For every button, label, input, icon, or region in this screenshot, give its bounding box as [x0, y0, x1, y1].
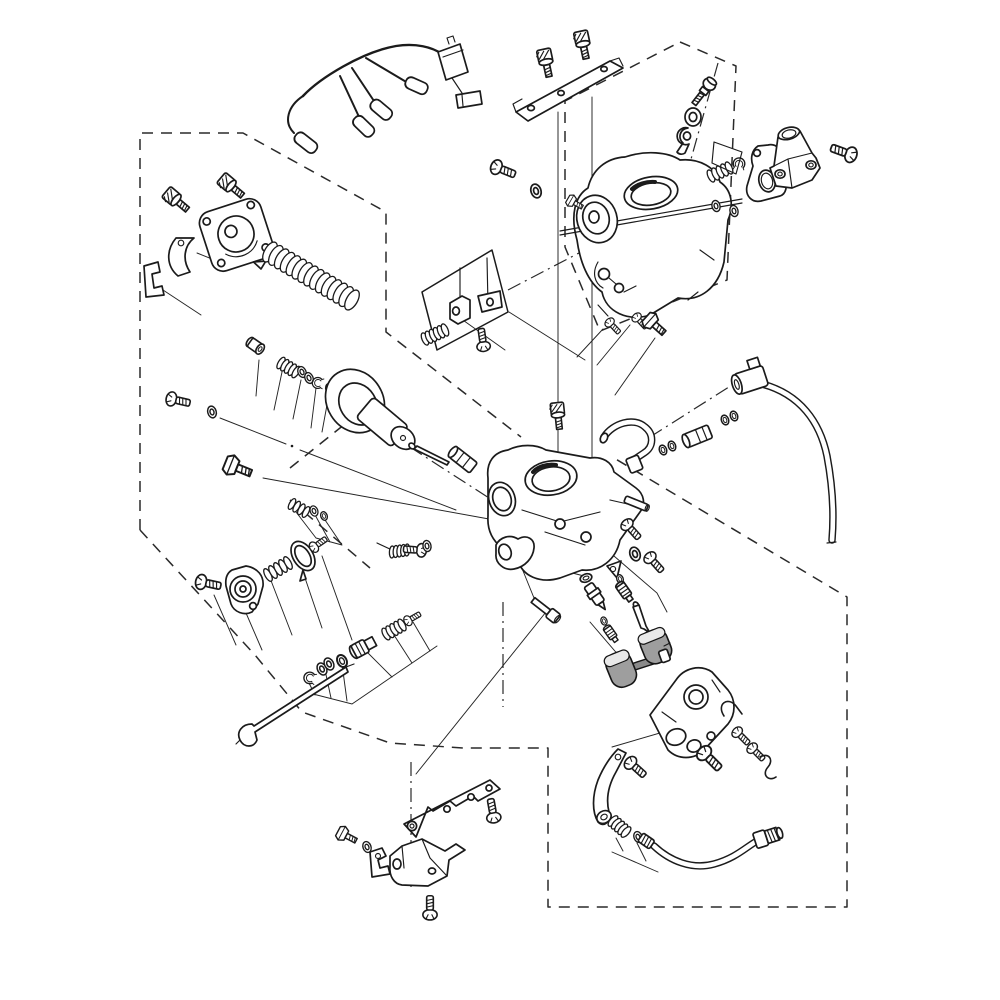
- mount-plate-group: [403, 779, 503, 838]
- diaphragm-cover: [198, 197, 275, 273]
- fuel-pipe-grommet: [681, 424, 713, 449]
- fuel-tee: [730, 356, 769, 395]
- hose-union: [752, 826, 784, 849]
- spring-coil: [440, 323, 450, 337]
- shaft-screw: [487, 157, 519, 183]
- seal-set-row: [243, 334, 337, 397]
- starter-plunger: [530, 596, 562, 624]
- chamber-screw-clip-group: [693, 700, 777, 780]
- needle-jet: [447, 445, 478, 474]
- stay-screw-a: [534, 46, 557, 80]
- cover-screw-a: [160, 185, 193, 217]
- cover-bracket: [143, 261, 165, 298]
- oring-grommet-group: [657, 409, 740, 457]
- choke-rod-group: [163, 390, 219, 420]
- top-bolt: [548, 401, 567, 431]
- pilot-screw-group: [287, 497, 330, 522]
- spring-coil: [344, 289, 360, 311]
- diaphragm-cover-group: [143, 171, 275, 298]
- cover-screw-b: [215, 171, 248, 203]
- starter-valve-group: [301, 608, 424, 686]
- hose-fitting: [637, 832, 655, 850]
- dowel-pin: [623, 495, 650, 512]
- cover-gasket: [167, 237, 195, 277]
- hook-bracket: [676, 126, 690, 155]
- upper-carburetor-assembly: [487, 151, 743, 341]
- plug-cap-2: [352, 114, 376, 138]
- clip-screw: [640, 548, 668, 577]
- cable-adjuster-rod: [220, 452, 256, 484]
- jet-needle: [408, 442, 450, 466]
- clamp-bolt: [333, 823, 361, 849]
- plug-cap-3: [369, 98, 394, 121]
- throttle-stop-screw-group: [376, 539, 433, 559]
- plug-cap-1: [293, 131, 319, 154]
- pilot-jet: [601, 623, 621, 645]
- plug-cap-4: [404, 76, 429, 96]
- cover-screw-washer: [617, 515, 645, 564]
- main-jet: [613, 579, 636, 605]
- needle-valve: [583, 582, 607, 611]
- mount-bracket-group: [333, 823, 466, 921]
- harness-coupler-a: [437, 35, 469, 81]
- float-chamber-cover-group: [649, 667, 735, 759]
- choke-plate-group: [420, 249, 509, 354]
- spring-coil: [283, 556, 293, 570]
- starter-plug: [348, 635, 378, 660]
- stay-bar-assembly: [512, 28, 624, 122]
- stay-screw-b: [571, 28, 594, 62]
- joint-bolt: [827, 139, 860, 166]
- spring-coil: [301, 505, 311, 519]
- stay-strip-group: [592, 748, 651, 826]
- mount-bracket: [389, 838, 466, 887]
- intake-joint: [769, 126, 860, 189]
- starter-lever-group: [193, 533, 331, 615]
- shaft-washer: [528, 181, 544, 201]
- spring-coil: [620, 826, 632, 838]
- plate-screw: [482, 796, 503, 825]
- overflow-hose-group: [607, 815, 784, 870]
- idle-spring-clip: [706, 141, 746, 183]
- bracket-bolt: [422, 894, 438, 921]
- strip-screw: [621, 753, 651, 782]
- fuel-tee-hose-group: [730, 356, 837, 544]
- under-screw-tip-a: [602, 315, 624, 337]
- choke-link-rod: [235, 663, 355, 747]
- harness-coupler-b: [455, 90, 483, 109]
- mixture-screw-set: [676, 76, 718, 155]
- float-set: [603, 626, 673, 689]
- wire-harness: [287, 35, 483, 154]
- under-screw-a: [597, 304, 609, 317]
- center-carburetor-assembly: [486, 401, 656, 581]
- vacuum-piston-group: [324, 368, 478, 474]
- diaphragm-spring: [262, 241, 360, 311]
- cable-clamp: [369, 847, 391, 878]
